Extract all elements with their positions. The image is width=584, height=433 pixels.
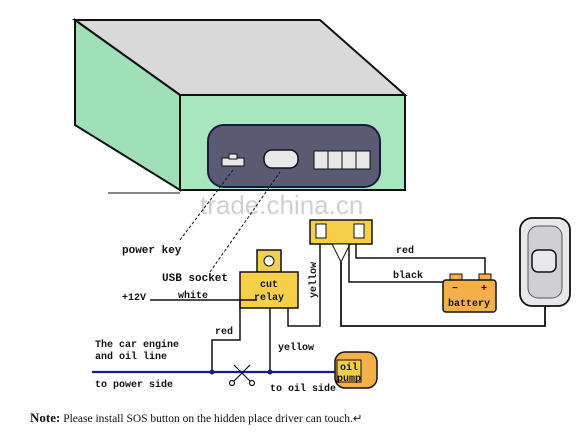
label-to-power-side: to power side [95,379,173,391]
label-white: white [178,290,208,302]
red-wire-low [211,299,257,372]
scissors-icon [228,364,256,387]
relay-body [239,271,299,309]
oil-pump-label-1: oil [340,362,358,374]
install-note: Note: Please install SOS button on the h… [30,410,570,430]
label-red-low: red [215,326,233,338]
battery: − + battery [442,273,497,313]
indicator-lights [313,150,371,170]
connector-icon [309,219,373,264]
oil-pump: oil pump [334,351,378,389]
battery-plus: + [481,284,487,295]
cut-relay: cut relay [239,249,299,309]
relay-label-cut: cut [260,280,278,291]
tracker-device [71,18,408,194]
sos-wire [340,262,546,327]
battery-minus: − [452,284,458,295]
note-prefix: Note: [30,410,61,425]
battery-label: battery [448,298,490,310]
yellow-wire-upper [287,240,321,327]
usb-socket-pointer [209,171,281,273]
label-yellow-low: yellow [278,342,314,354]
label-engine-1: The car engine [95,339,179,351]
relay-label-relay: relay [254,292,284,304]
label-to-oil-side: to oil side [270,383,336,395]
label-engine-2: and oil line [95,351,167,363]
label-yellow-vertical: yellow [308,262,320,298]
note-text: Please install SOS button on the hidden … [60,413,363,425]
label-12v: +12V [122,293,146,304]
label-black: black [393,270,423,282]
red-wire-top [355,244,486,278]
label-red-top: red [396,245,414,257]
sos-button-icon [519,217,571,307]
oil-pump-label-2: pump [337,374,361,385]
usb-socket-icon [263,149,299,169]
label-usb-socket: USB socket [162,273,228,285]
watermark: trade.china.cn [200,190,363,220]
label-power-key: power key [122,245,182,257]
